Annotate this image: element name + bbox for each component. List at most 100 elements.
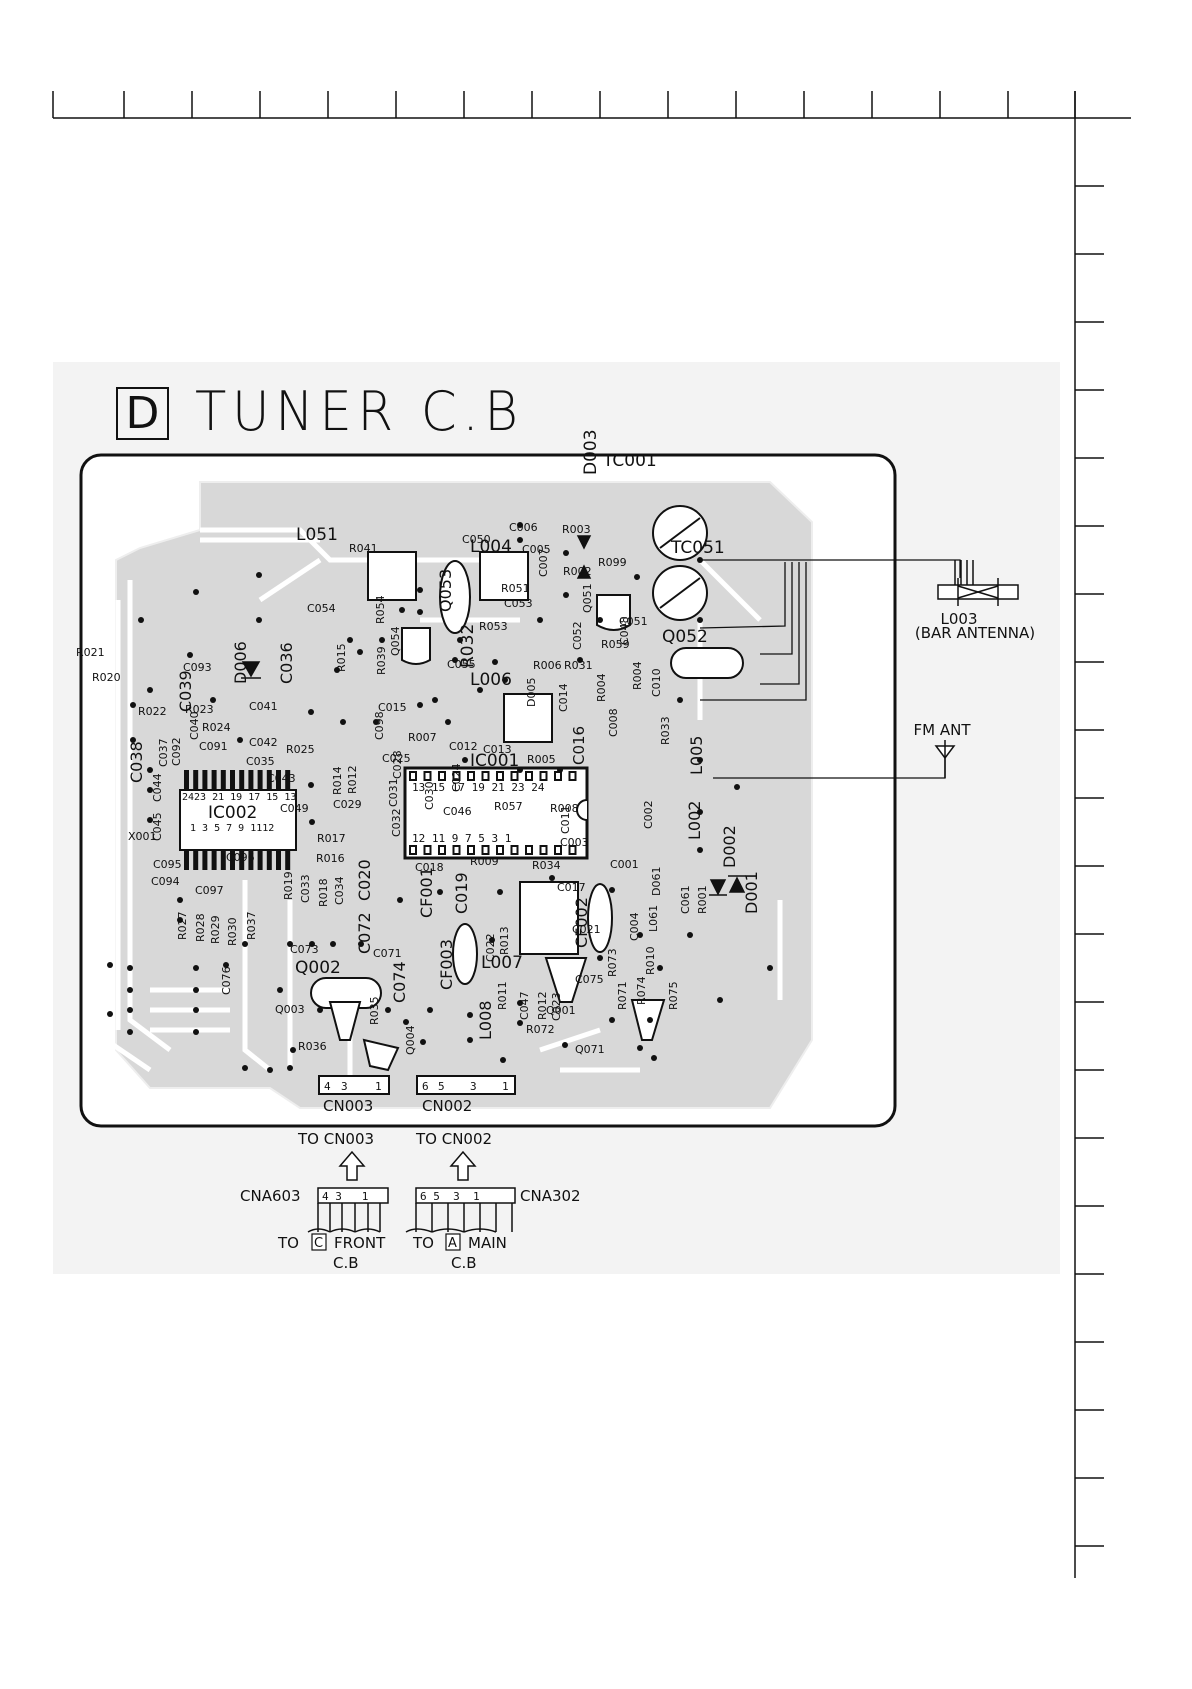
component-c050: C050: [462, 533, 491, 546]
component-r004b: R004: [631, 661, 644, 690]
solder-point: [290, 1047, 296, 1053]
component-c037: C037: [157, 738, 170, 767]
component-c053: C053: [504, 597, 533, 610]
solder-point: [287, 1065, 293, 1071]
solder-point: [147, 787, 153, 793]
component-c075: C075: [575, 973, 604, 986]
component-c012: C012: [449, 740, 478, 753]
component-r004: R004: [595, 673, 608, 702]
component-d003: D003: [581, 429, 601, 475]
solder-point: [193, 987, 199, 993]
ic002-leg: [193, 770, 199, 790]
main-dest-box: [445, 1233, 461, 1251]
solder-point: [477, 687, 483, 693]
main-dest-sub: C.B: [451, 1254, 477, 1272]
component-c019: C019: [452, 872, 471, 914]
component-r074: R074: [635, 976, 648, 1005]
component-c031: C031: [387, 778, 400, 807]
component-tc001: TC001: [602, 451, 657, 471]
solder-point: [687, 932, 693, 938]
arrow-to-cn002: [449, 1150, 477, 1181]
ic001-pad: [467, 771, 475, 781]
ic002-leg: [239, 770, 245, 790]
solder-point: [340, 719, 346, 725]
component-c020: C020: [355, 859, 374, 901]
solder-point: [138, 617, 144, 623]
component-r012b: R012: [536, 991, 549, 1020]
component-r035: R035: [368, 996, 381, 1025]
solder-point: [697, 757, 703, 763]
cn003-pin-1: 1: [375, 1080, 382, 1093]
component-c030: C030: [423, 781, 436, 810]
solder-point: [489, 937, 495, 943]
component-tc051: TC051: [670, 538, 725, 558]
solder-point: [242, 941, 248, 947]
component-c091: C091: [199, 740, 228, 753]
component-q001: Q001: [546, 1004, 576, 1017]
component-c046: C046: [443, 805, 472, 818]
component-c049: C049: [280, 802, 309, 815]
solder-point: [193, 1007, 199, 1013]
component-c043: C043: [267, 772, 296, 785]
ic001-pad: [423, 845, 432, 855]
ic002-leg: [239, 850, 245, 870]
component-c015: C015: [378, 701, 407, 714]
component-c016: C016: [570, 726, 588, 765]
component-l007: L007: [481, 953, 523, 973]
component-c005: C005: [522, 543, 551, 556]
ic001-pad: [452, 771, 461, 781]
solder-point: [517, 767, 523, 773]
solder-point: [417, 587, 423, 593]
solder-point: [385, 1007, 391, 1013]
component-r009: R009: [470, 855, 499, 868]
component-r032: R032: [458, 624, 478, 668]
component-c061: C061: [679, 885, 692, 914]
component-r053: R053: [479, 620, 508, 633]
component-r027: R027: [176, 911, 189, 940]
solder-point: [147, 687, 153, 693]
front-dest-prefix: TO: [277, 1234, 299, 1252]
ic001-pad: [409, 845, 417, 855]
solder-point: [256, 617, 262, 623]
solder-point: [647, 1017, 653, 1023]
component-c040: C040: [188, 711, 201, 740]
component-c071: C071: [373, 947, 402, 960]
ic001-pad: [423, 771, 432, 781]
component-c052: C052: [571, 621, 584, 650]
solder-point: [347, 637, 353, 643]
front-dest-sub: C.B: [333, 1254, 359, 1272]
solder-point: [417, 702, 423, 708]
solder-point: [107, 962, 113, 968]
cn003-label: CN003: [323, 1097, 373, 1115]
component-r029: R029: [209, 915, 222, 944]
cna603-pins: 4 3 1: [322, 1190, 368, 1203]
main-dest-prefix: TO: [412, 1234, 434, 1252]
solder-point: [597, 617, 603, 623]
component-c006: C006: [509, 521, 538, 534]
solder-point: [210, 697, 216, 703]
solder-point: [147, 767, 153, 773]
component-r008: R008: [550, 802, 579, 815]
solder-point: [462, 757, 468, 763]
component-r030: R030: [226, 917, 239, 946]
solder-point: [467, 1012, 473, 1018]
component-d002: D002: [720, 825, 739, 868]
component-c048: C048: [618, 616, 631, 645]
ic002-leg: [220, 770, 226, 790]
ic001-bottom-pins: 12 11 9 7 5 3 1: [412, 832, 511, 845]
component-r033: R033: [659, 716, 672, 745]
component-c076: C076: [220, 966, 233, 995]
component-r024: R024: [202, 721, 231, 734]
solder-point: [517, 537, 523, 543]
component-c003: C003: [560, 836, 589, 849]
component-c055: C055: [447, 658, 476, 671]
component-r010: R010: [644, 946, 657, 975]
component-c036: C036: [277, 642, 296, 684]
solder-point: [308, 709, 314, 715]
component-c032: C032: [390, 808, 403, 837]
cn002-label: CN002: [422, 1097, 472, 1115]
solder-point: [127, 987, 133, 993]
right-ruler: [1074, 91, 1104, 1578]
ic001-pad: [525, 845, 533, 855]
ic002-leg: [285, 770, 291, 790]
